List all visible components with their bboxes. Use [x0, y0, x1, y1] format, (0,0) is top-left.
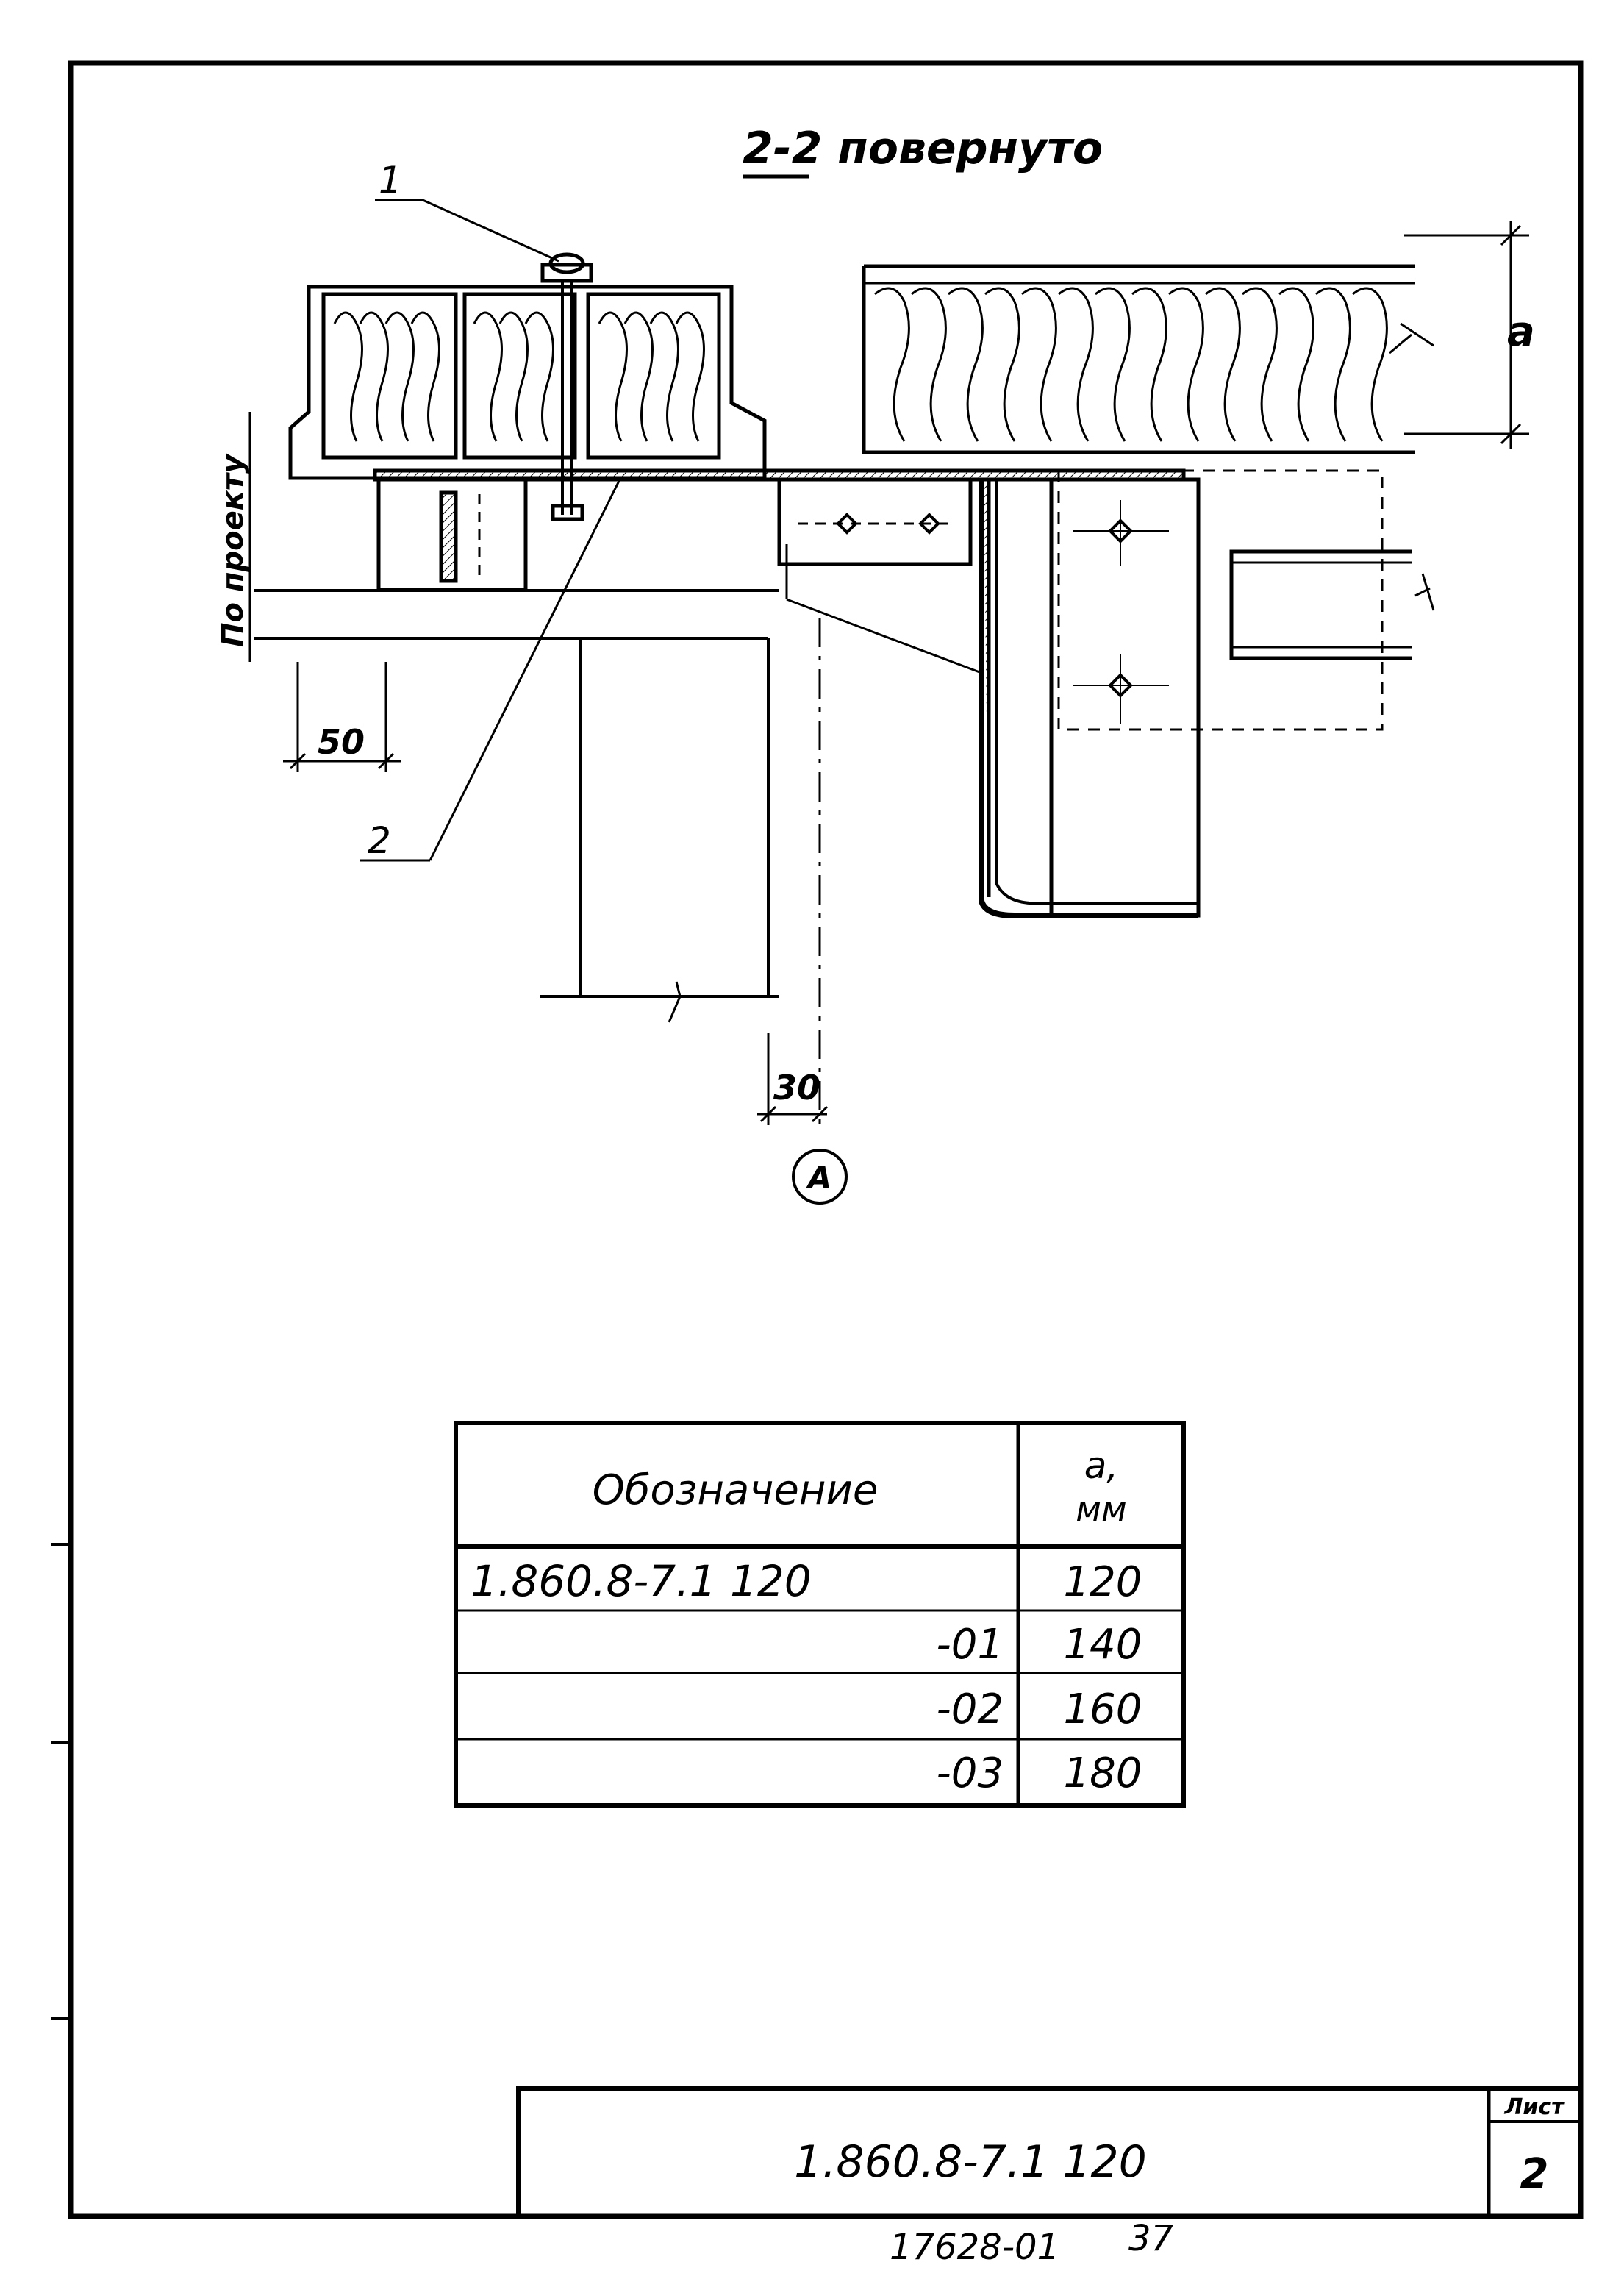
section-title: 2-2 повернуто	[743, 123, 1103, 179]
table-header-designation: Обозначение	[593, 1466, 879, 1514]
title-block-sheet-number: 2	[1520, 2150, 1549, 2198]
table-row-designation: -01	[937, 1621, 1004, 1669]
title-block-doc-code: 1.860.8-7.1 120	[794, 2136, 1147, 2188]
callout-2-label: 2	[368, 819, 391, 862]
steel-support	[254, 468, 1435, 918]
table-header-a: a,	[1084, 1444, 1119, 1487]
axis-marker-label: A	[806, 1160, 832, 1196]
designation-table: Обозначение a, мм 1.860.8-7.1 120 120 -0…	[454, 1421, 1186, 1808]
table-header-unit: мм	[1076, 1489, 1126, 1529]
table-row-a: 140	[1064, 1621, 1142, 1669]
callout-leaders	[360, 199, 623, 862]
right-sandwich-panel	[862, 264, 1434, 454]
footer-archive-number: 17628-01	[890, 2227, 1059, 2268]
dimension-30-label: 30	[773, 1068, 820, 1107]
dimension-a-label: a	[1507, 308, 1535, 356]
table-row-designation: -02	[937, 1685, 1004, 1733]
section-title-text: 2-2 повернуто	[743, 123, 1103, 174]
dimension-lines	[248, 221, 1529, 1125]
side-dimension-label: По проекту	[216, 453, 250, 647]
title-block-sheet-label: Лист	[1503, 2094, 1565, 2120]
table-row-a: 160	[1064, 1685, 1142, 1733]
table-row-designation: 1.860.8-7.1 120	[471, 1556, 812, 1606]
dimension-50-label: 50	[318, 722, 365, 762]
sheet-frame	[51, 60, 1584, 2219]
table-row-a: 180	[1064, 1749, 1142, 1797]
callout-1-label: 1	[379, 159, 402, 201]
footer-page-number: 37	[1128, 2218, 1174, 2259]
table-row-a: 120	[1064, 1558, 1142, 1606]
table-row-designation: -03	[937, 1749, 1004, 1797]
title-block: 1.860.8-7.1 120 Лист 2	[516, 2086, 1583, 2219]
axis-marker-a: A	[792, 1149, 848, 1205]
column	[540, 618, 821, 1125]
